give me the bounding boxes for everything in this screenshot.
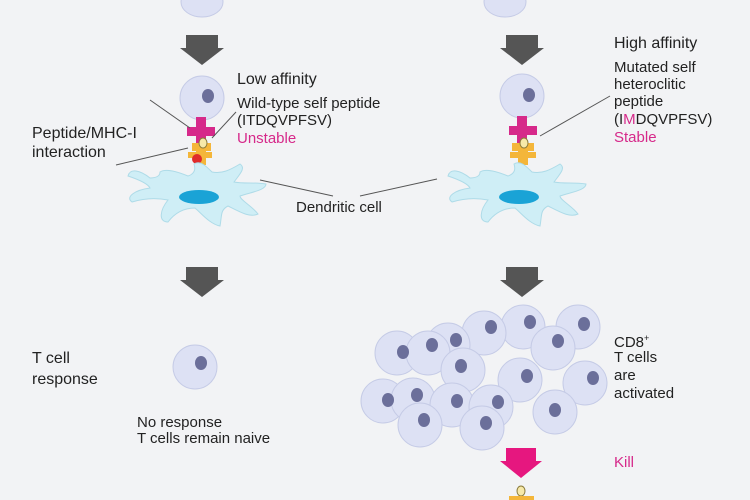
seq-mutation: M	[623, 111, 636, 128]
t-cell-response-line2: response	[32, 371, 98, 388]
arrow-down-left-top	[180, 35, 224, 65]
naive-t-cell	[172, 344, 218, 390]
interaction-label-line2: interaction	[32, 144, 106, 161]
mhc-complex-left	[187, 117, 215, 165]
t-cell-top-right	[483, 0, 527, 18]
right-peptide-line2: heteroclitic	[614, 76, 686, 93]
right-peptide-line3: peptide	[614, 93, 664, 110]
mhc-complex-bottom	[509, 485, 534, 500]
cd8-label: CD8+	[614, 330, 649, 351]
t-cell-right	[499, 73, 545, 119]
kill-label: Kill	[614, 454, 635, 471]
activated-line2: T cells	[614, 349, 658, 366]
mhc-complex-right	[509, 116, 537, 165]
cd8-superscript: +	[644, 333, 650, 343]
arrow-down-left-mid	[180, 267, 224, 297]
t-cell-left	[179, 75, 225, 121]
leader-lines	[115, 95, 611, 197]
left-peptide-sequence: (ITDQVPFSV)	[237, 112, 333, 129]
left-stability-label: Unstable	[237, 130, 297, 147]
dendritic-cell-right	[447, 162, 587, 227]
dendritic-cell-left	[127, 162, 267, 227]
interaction-label-line1: Peptide/MHC-I	[32, 125, 137, 142]
no-response-label: No response	[137, 414, 223, 431]
activated-line3: are	[614, 367, 636, 384]
arrow-down-right-top	[500, 35, 544, 65]
activated-t-cell-cluster	[360, 304, 608, 451]
right-peptide-sequence: (IMDQVPFSV)	[614, 111, 712, 128]
seq-suffix: DQVPFSV)	[635, 111, 713, 128]
dendritic-cell-label: Dendritic cell	[296, 199, 382, 216]
seq-prefix: (I	[614, 111, 624, 128]
right-stability-label: Stable	[614, 129, 657, 146]
t-cell-top-left	[180, 0, 224, 18]
left-affinity-label: Low affinity	[237, 71, 317, 88]
t-cell-response-line1: T cell	[32, 350, 70, 367]
activated-line4: activated	[614, 385, 675, 402]
left-peptide-name: Wild-type self peptide	[237, 95, 381, 112]
arrow-down-right-mid	[500, 267, 544, 297]
naive-label: T cells remain naive	[137, 430, 271, 447]
right-peptide-line1: Mutated self	[614, 59, 696, 76]
kill-arrow	[500, 448, 542, 478]
right-affinity-label: High affinity	[614, 35, 698, 52]
cd8-text: CD8	[614, 334, 645, 351]
